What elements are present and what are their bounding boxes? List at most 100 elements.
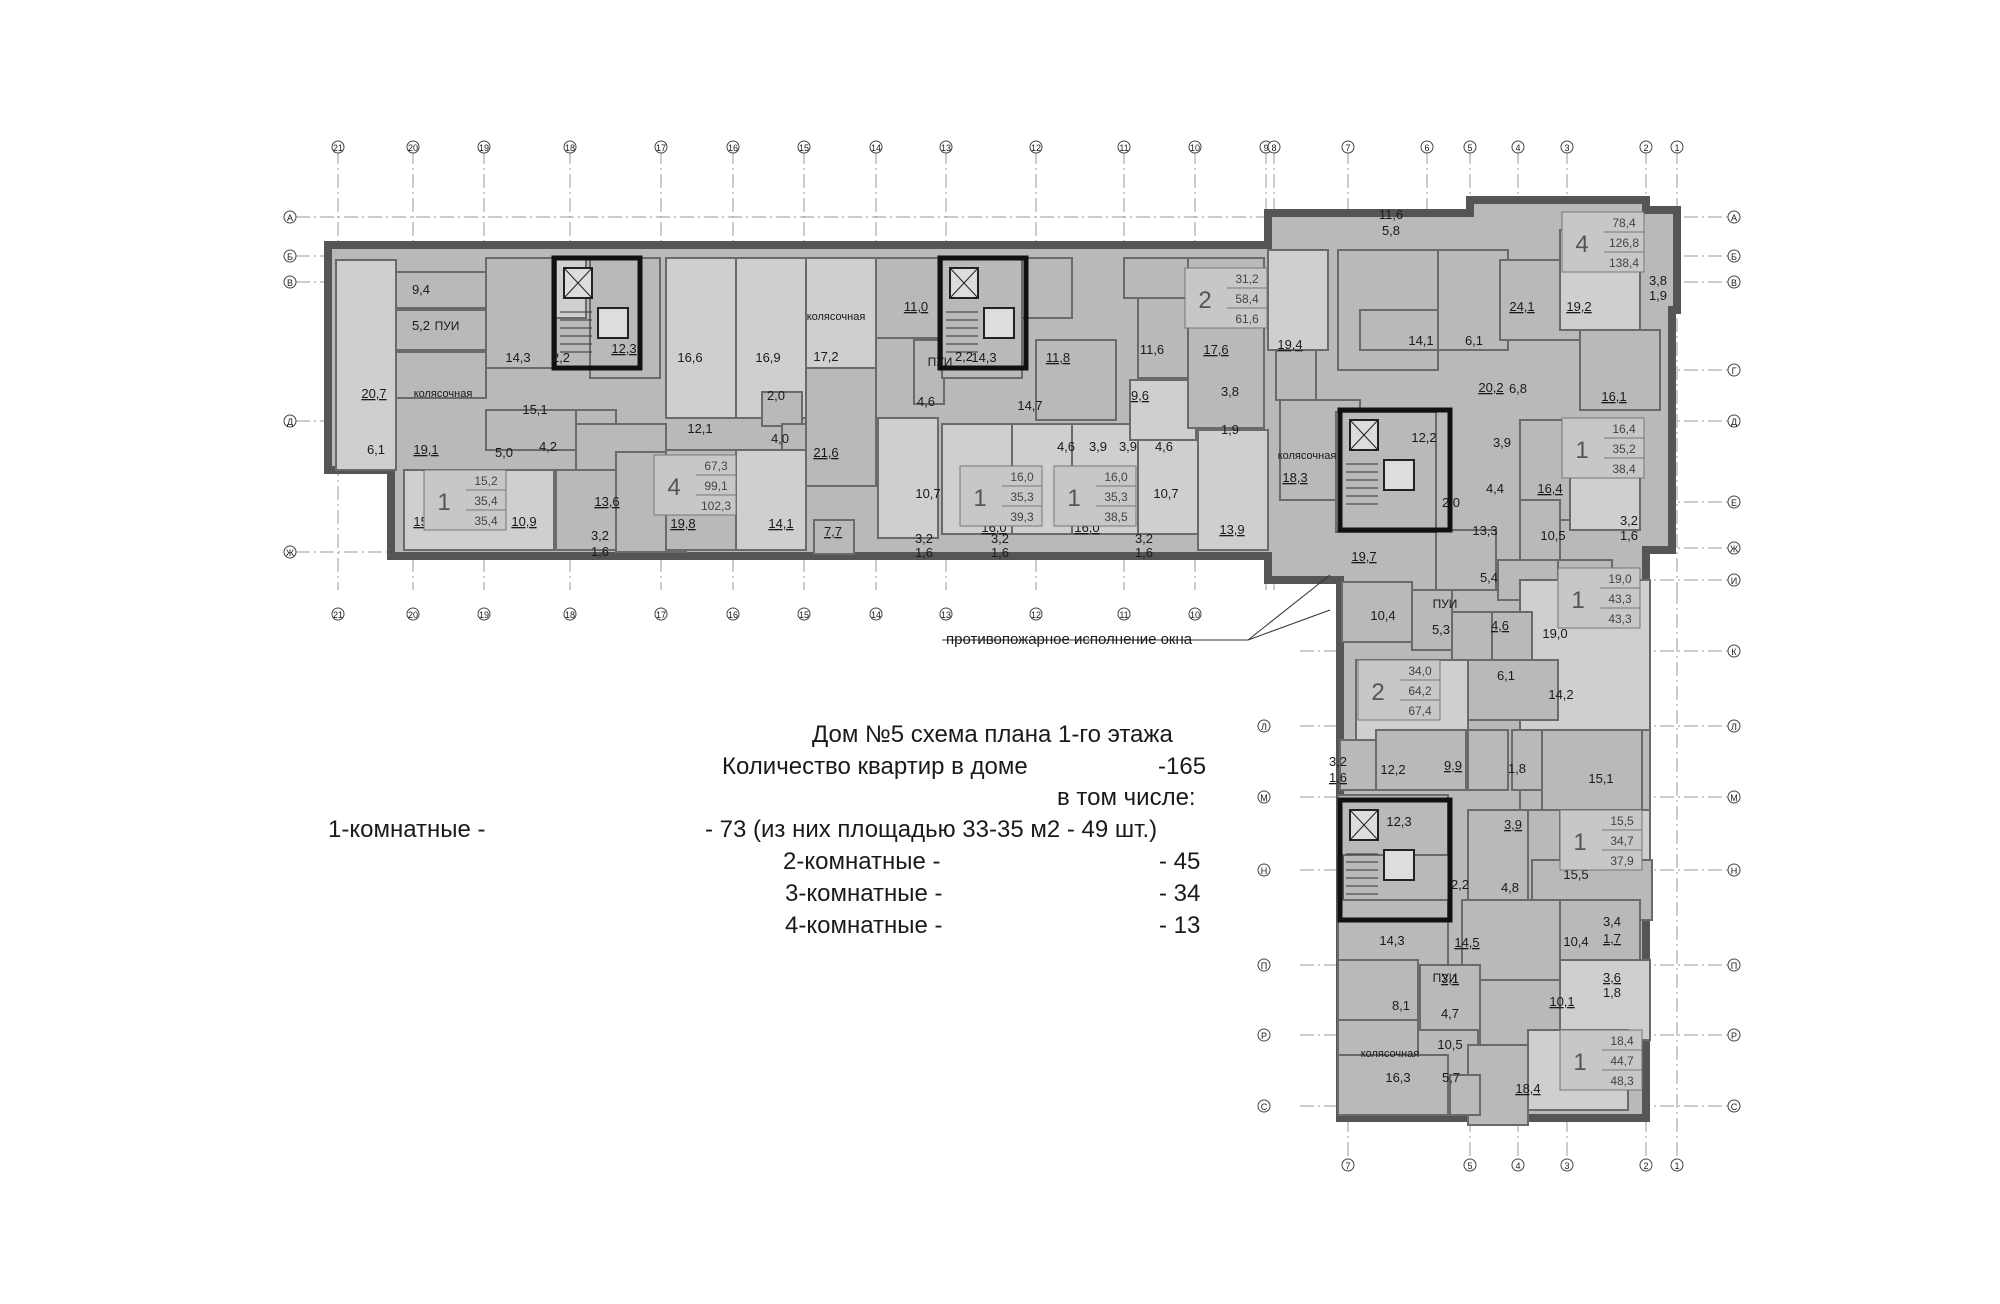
room-partition [1021, 257, 1073, 319]
room-area-label: 1,8 [1603, 985, 1621, 1000]
room-area-label: 10,9 [511, 514, 536, 529]
room-area-label: 16,6 [677, 350, 702, 365]
axis-letter-right: Н [1731, 866, 1738, 876]
axis-marker [1727, 414, 1741, 428]
axis-number-top: 19 [479, 143, 489, 153]
apartment-rooms-count: 1 [437, 489, 450, 516]
apartment-living-area: 16,0 [1104, 470, 1128, 484]
including-label: в том числе: [1057, 784, 1196, 811]
axis-letter-right: Д [1731, 417, 1737, 427]
room-area-label: 12,1 [687, 421, 712, 436]
axis-number-top: 3 [1564, 143, 1569, 153]
apartment-badge-box [1053, 465, 1137, 527]
apartment-total-area: 35,4 [474, 494, 498, 508]
axis-marker [1727, 863, 1741, 877]
axis-marker [1267, 140, 1281, 154]
room-area-label: 20,2 [1478, 380, 1503, 395]
room-area-label: 4,7 [1441, 1006, 1459, 1021]
stair-core-wall [551, 255, 643, 371]
room-area-label: 1,8 [1508, 761, 1526, 776]
room-area-label: 17,6 [1203, 342, 1228, 357]
room-area-label: 14,2 [1548, 687, 1573, 702]
axis-number-top: 7 [1345, 143, 1350, 153]
room-area-label: 14,3 [1379, 933, 1404, 948]
pui-room-label: ПУИ [1433, 971, 1458, 985]
axis-marker [1727, 644, 1741, 658]
three-room-label: 3-комнатные - [785, 880, 943, 907]
axis-number-top: 14 [871, 143, 881, 153]
room-partition [1559, 899, 1641, 961]
axis-number-wing: 5 [1467, 1161, 1472, 1171]
room-area-label: 4,4 [1486, 481, 1504, 496]
apartment-living-area: 19,0 [1608, 572, 1632, 586]
axis-number-bottom: 21 [333, 610, 343, 620]
apartment-area-with-balcony: 39,3 [1010, 510, 1034, 524]
apartment-badge: 118,444,748,3 [1559, 1029, 1643, 1091]
axis-marker [1727, 210, 1741, 224]
room-partition [1437, 249, 1509, 351]
room-area-label: 10,7 [1153, 486, 1178, 501]
room-partition [735, 449, 807, 551]
room-partition [1375, 729, 1467, 791]
axis-marker [1670, 140, 1684, 154]
apartment-badge-box [959, 465, 1043, 527]
apartment-area-with-balcony: 48,3 [1610, 1074, 1634, 1088]
room-partition [395, 351, 487, 399]
elevator-cross [1349, 419, 1379, 451]
apartment-total-area: 126,8 [1609, 236, 1639, 250]
elevator-cross [949, 267, 979, 299]
room-area-label: 10,4 [1370, 608, 1395, 623]
room-area-label: 10,5 [1437, 1037, 1462, 1052]
axis-marker [406, 140, 420, 154]
room-partition [1035, 339, 1117, 421]
room-area-label: 3,2 [1329, 754, 1347, 769]
axis-marker [1727, 495, 1741, 509]
axis-letter-wing: С [1261, 1102, 1268, 1112]
room-area-label: 2,2 [552, 350, 570, 365]
room-area-label: 16,3 [1385, 1070, 1410, 1085]
room-area-label: 11,6 [1140, 342, 1164, 357]
room-partition [805, 257, 877, 369]
room-area-label: 16,1 [1601, 389, 1626, 404]
room-area-label: 7,7 [824, 524, 842, 539]
axis-marker [869, 140, 883, 154]
room-area-label: 10,4 [1563, 934, 1588, 949]
axis-marker [1420, 140, 1434, 154]
axis-letter-wing: Л [1261, 722, 1267, 732]
room-partition [1579, 329, 1661, 411]
axis-number-bottom: 14 [871, 610, 881, 620]
room-area-label: 13,3 [1472, 523, 1497, 538]
apartment-living-area: 18,4 [1610, 1034, 1634, 1048]
axis-marker [477, 140, 491, 154]
axis-marker [331, 140, 345, 154]
axis-marker [1670, 1158, 1684, 1172]
room-area-label: 1,6 [591, 544, 609, 559]
window-note-leader-diag2 [1247, 609, 1331, 641]
axis-letter-right: С [1731, 1102, 1738, 1112]
pui-room-label: ПУИ [928, 355, 953, 369]
room-area-label: 24,1 [1509, 299, 1534, 314]
axis-number-top: 6 [1424, 143, 1429, 153]
axis-marker [939, 140, 953, 154]
axis-letter-left: А [287, 213, 293, 223]
axis-number-bottom: 19 [479, 610, 489, 620]
apartment-living-area: 78,4 [1612, 216, 1636, 230]
axis-marker [1727, 249, 1741, 263]
room-partition [1449, 1074, 1481, 1116]
axis-marker [797, 140, 811, 154]
room-area-label: 19,7 [1351, 549, 1376, 564]
axis-number-wing: 3 [1564, 1161, 1569, 1171]
axis-marker [726, 607, 740, 621]
stroller-room-label: колясочная [414, 388, 473, 400]
apartment-living-area: 31,2 [1235, 272, 1259, 286]
room-area-label: 11,0 [904, 299, 928, 314]
axis-marker [1257, 863, 1271, 877]
room-area-label: 11,6 [1379, 207, 1403, 222]
axis-letter-wing: Н [1261, 866, 1268, 876]
apartment-living-area: 16,0 [1010, 470, 1034, 484]
axis-marker [331, 607, 345, 621]
room-area-label: 16,9 [755, 350, 780, 365]
apartment-rooms-count: 1 [1573, 829, 1586, 856]
axis-letter-left: Б [287, 252, 293, 262]
